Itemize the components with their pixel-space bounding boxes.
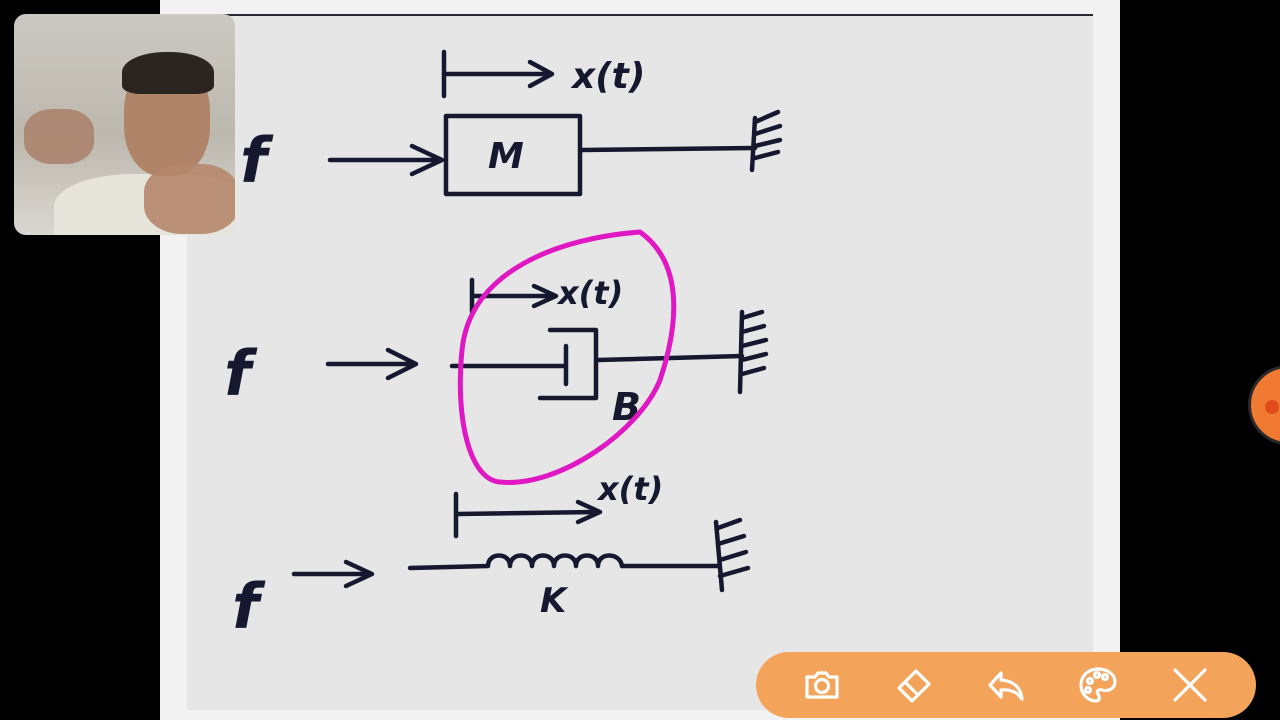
mass-label: M [488,136,524,177]
force-arrow-1 [327,143,445,177]
spring-coil [407,553,721,571]
mass-connector [579,145,758,153]
damper-rod [449,343,569,387]
close-icon [1173,668,1207,702]
force-label-2: f [224,337,258,410]
annotation-toolbar [756,652,1256,718]
mass-diagram: f x(t) M [240,49,783,197]
force-label-3: f [232,570,266,643]
force-arrow-3 [291,559,375,589]
presenter-video-overlay[interactable] [14,14,235,235]
displacement-marker-1 [441,49,555,99]
undo-button[interactable] [982,661,1030,709]
displacement-label-3: x(t) [596,470,663,508]
damper-connector [595,353,745,363]
damper-cylinder [537,327,599,401]
camera-button[interactable] [798,661,846,709]
displacement-label-1: x(t) [570,56,645,97]
ground-1 [749,109,783,173]
damper-label: B [612,385,641,429]
camera-icon [805,671,839,699]
ground-3 [713,517,751,593]
spring-diagram: f x(t) K [232,470,751,643]
highlight-ellipse [457,229,677,485]
spring-label: K [540,581,569,621]
close-button[interactable] [1166,661,1214,709]
eraser-button[interactable] [888,661,936,709]
ground-2 [737,309,769,395]
eraser-icon [897,669,931,703]
undo-icon [988,671,1024,701]
palette-icon [1079,667,1117,703]
palette-button[interactable] [1074,661,1122,709]
displacement-marker-3 [453,491,603,539]
damper-diagram: f x(t) B [224,274,769,429]
record-dot-icon [1265,400,1279,414]
force-arrow-2 [325,347,419,381]
displacement-label-2: x(t) [556,274,623,312]
mass-block [443,113,583,197]
force-label-1: f [240,124,274,197]
